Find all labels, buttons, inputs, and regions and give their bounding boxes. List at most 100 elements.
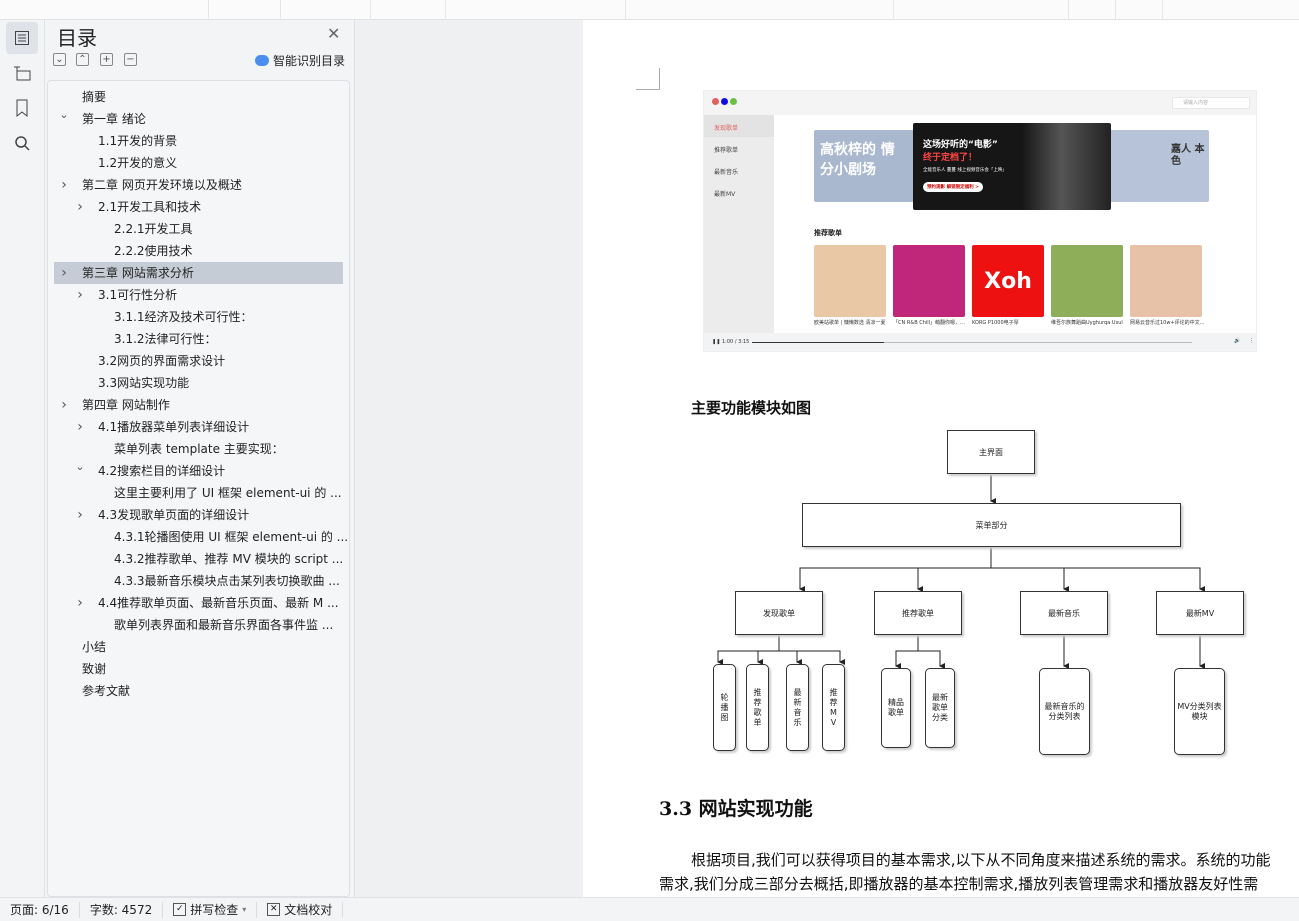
toc-item-label: 歌单列表界面和最新音乐界面各事件监 ... — [114, 618, 334, 632]
toc-item[interactable]: › 2.1开发工具和技术 — [54, 196, 343, 218]
diagram-root: 主界面 — [947, 430, 1035, 474]
toc-item-label: 第三章 网站需求分析 — [82, 266, 194, 280]
section-heading: 3.3 网站实现功能 — [659, 798, 813, 820]
page-indicator[interactable]: 页面: 6/16 — [0, 901, 80, 918]
status-bar: 页面: 6/16 字数: 4572 ✓拼写检查▾ ✕文档校对 — [0, 897, 1299, 921]
chevron-right-icon[interactable]: › — [77, 595, 83, 611]
toc-item[interactable]: › 第三章 网站需求分析 — [54, 262, 343, 284]
chevron-right-icon[interactable]: › — [77, 507, 83, 523]
proofread-button[interactable]: ✕文档校对 — [257, 901, 344, 918]
toc-item-label: 2.1开发工具和技术 — [98, 200, 202, 214]
toc-item[interactable]: ›第四章 网站制作 — [54, 394, 343, 416]
toc-item-label: 这里主要利用了 UI 框架 element-ui 的 ... — [114, 486, 342, 500]
toc-item[interactable]: › 4.1播放器菜单列表详细设计 — [54, 416, 343, 438]
toc-item-label: 菜单列表 template 主要实现： — [114, 442, 284, 456]
margin-mark — [636, 68, 660, 90]
toc-item[interactable]: 致谢 — [54, 658, 343, 680]
figure-heading: 主要功能模块如图 — [691, 399, 812, 417]
toc-item[interactable]: › 3.1可行性分析 — [54, 284, 343, 306]
toc-item[interactable]: 1.1开发的背景 — [54, 130, 343, 152]
toc-item[interactable]: 2.2.2使用技术 — [54, 240, 343, 262]
chevron-right-icon[interactable]: › — [77, 199, 83, 215]
side-rail — [0, 20, 45, 897]
toc-item[interactable]: 小结 — [54, 636, 343, 658]
toc-item-label: 4.1播放器菜单列表详细设计 — [98, 420, 250, 434]
toc-item[interactable]: 3.1.1经济及技术可行性： — [54, 306, 343, 328]
search-icon[interactable] — [6, 127, 38, 159]
chevron-right-icon[interactable]: › — [61, 397, 67, 413]
diagram-leaf: 轮播图 — [713, 664, 736, 751]
shot-playlist-caption: KORG P1000电子琴 — [972, 320, 1019, 326]
toc-item[interactable]: 参考文献 — [54, 680, 343, 702]
paragraph: 需求,我们分成三部分去概括,即播放器的基本控制需求,播放列表管理需求和播放器友好… — [659, 875, 1259, 893]
toc-item[interactable]: 2.2.1开发工具 — [54, 218, 343, 240]
toc-item[interactable]: ›第二章 网页开发环境以及概述 — [54, 174, 343, 196]
toc-item[interactable]: 摘要 — [54, 86, 343, 108]
toc-icon[interactable] — [6, 22, 38, 54]
chevron-right-icon[interactable]: › — [77, 419, 83, 435]
toc-item[interactable]: ⌄第一章 绪论 — [54, 108, 343, 130]
toc-item-label: 4.4推荐歌单页面、最新音乐页面、最新 M ... — [98, 596, 339, 610]
toc-item-label: 4.3.1轮播图使用 UI 框架 element-ui 的 ... — [114, 530, 349, 544]
shot-sidebar: 发现歌单 推荐歌单 最新音乐 最新MV — [704, 115, 774, 333]
chevron-down-icon[interactable]: ⌄ — [75, 460, 85, 473]
spell-check-button[interactable]: ✓拼写检查▾ — [163, 901, 258, 918]
toc-item-label: 3.1可行性分析 — [98, 288, 178, 302]
toc-item[interactable]: 4.3.1轮播图使用 UI 框架 element-ui 的 ... — [54, 526, 348, 548]
outline-icon[interactable] — [6, 57, 38, 89]
plus-icon[interactable]: + — [100, 53, 113, 66]
shot-playlist-cover: Xoh — [972, 245, 1044, 317]
chevron-down-icon[interactable]: ⌄ — [59, 108, 69, 121]
toc-item-label: 4.2搜索栏目的详细设计 — [98, 464, 226, 478]
chevron-right-icon[interactable]: › — [61, 177, 67, 193]
expand-up-icon[interactable]: ⌃ — [76, 53, 89, 66]
chevron-right-icon[interactable]: › — [77, 287, 83, 303]
toc-item-label: 3.1.1经济及技术可行性： — [114, 310, 253, 324]
close-icon[interactable]: ✕ — [327, 24, 341, 43]
smart-toc-button[interactable]: 智能识别目录 — [255, 52, 345, 69]
page-count: 页面: 6/16 — [10, 902, 69, 917]
toc-item-label: 摘要 — [82, 90, 107, 104]
diagram-leaf: 推荐歌单 — [746, 664, 769, 751]
collapse-icon[interactable]: ⌄ — [53, 53, 66, 66]
proofread-icon: ✕ — [267, 903, 281, 916]
toc-item[interactable]: 3.3网站实现功能 — [54, 372, 343, 394]
shot-playlist-caption: 维吾尔族舞蹈曲Uyghurqa Usul — [1051, 320, 1123, 326]
shot-playlist-caption: 「CN R&B Chill」萌翻你嗯，... — [893, 320, 965, 326]
toc-item[interactable]: ›4.3发现歌单页面的详细设计 — [54, 504, 343, 526]
diagram-leaf: MV分类列表模块 — [1174, 668, 1225, 755]
toc-item-label: 3.3网站实现功能 — [98, 376, 190, 390]
toc-item[interactable]: 3.1.2法律可行性： — [54, 328, 343, 350]
shot-banner: 嘉人 本色 — [1109, 130, 1209, 202]
toc-item-label: 1.2开发的意义 — [98, 156, 178, 170]
toc-item[interactable]: 歌单列表界面和最新音乐界面各事件监 ... — [54, 614, 343, 636]
check-icon: ✓ — [173, 903, 187, 916]
shot-banner: 高秋梓的 情分小剧场 — [814, 130, 914, 202]
toc-item[interactable]: › 4.4推荐歌单页面、最新音乐页面、最新 M ... — [54, 592, 343, 614]
shot-banner-button: 预约观影 解锁限定福利 > — [923, 182, 983, 192]
shot-main: 高秋梓的 情分小剧场 嘉人 本色 这场好听的“电影” 终于定档了！ 全能音乐人 … — [774, 115, 1256, 333]
word-count-label: 字数: 4572 — [89, 902, 153, 917]
toc-item[interactable]: 这里主要利用了 UI 框架 element-ui 的 ... — [54, 482, 343, 504]
toc-item-label: 小结 — [82, 640, 107, 654]
toc-item[interactable]: 3.2网页的界面需求设计 — [54, 350, 343, 372]
diagram-leaf: 精品歌单 — [881, 668, 911, 748]
embedded-screenshot: 请输入内容 发现歌单 推荐歌单 最新音乐 最新MV 高秋梓的 情分小剧场 嘉人 … — [703, 90, 1257, 352]
bookmark-icon[interactable] — [6, 92, 38, 124]
toc-item[interactable]: 4.3.3最新音乐模块点击某列表切换歌曲 ... — [54, 570, 343, 592]
toc-item[interactable]: 菜单列表 template 主要实现： — [54, 438, 343, 460]
minus-icon[interactable]: − — [124, 53, 137, 66]
shot-menu-item: 发现歌单 — [714, 125, 739, 132]
toc-item[interactable]: ⌄ 4.2搜索栏目的详细设计 — [54, 460, 343, 482]
diagram-leaf: 推荐MV — [822, 664, 845, 751]
diagram-leaf: 最新音乐 — [786, 664, 809, 751]
shot-playlist-caption: 欧美站歌单 | 慵懒数选 清凉一夏 — [814, 320, 886, 326]
word-count[interactable]: 字数: 4572 — [80, 901, 164, 918]
diagram-branch: 推荐歌单 — [874, 591, 962, 635]
shot-player: ❚❚ 1:00 / 3:15 🔊⋮ — [704, 333, 1256, 351]
toc-item[interactable]: 4.3.2推荐歌单、推荐 MV 模块的 script ... — [54, 548, 343, 570]
shot-playlist-cover — [814, 245, 886, 317]
toc-item[interactable]: 1.2开发的意义 — [54, 152, 343, 174]
chevron-right-icon[interactable]: › — [61, 265, 67, 281]
